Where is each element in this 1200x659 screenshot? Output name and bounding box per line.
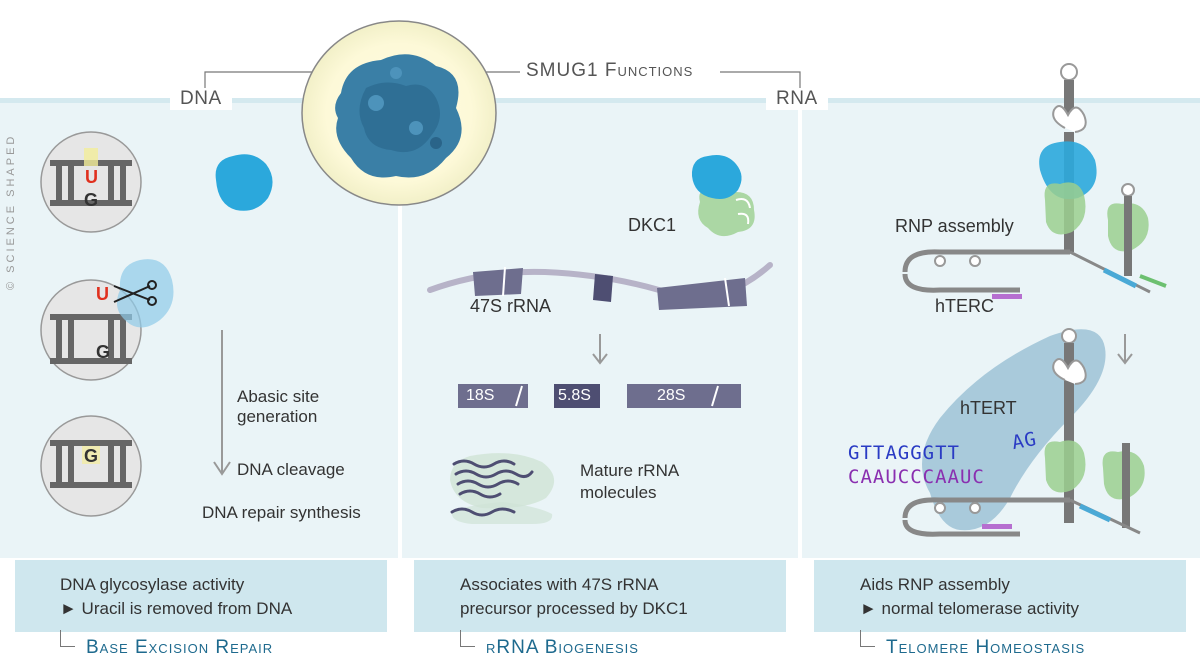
mature-label-1: Mature rRNA: [580, 461, 680, 480]
summary-rrna-line1: Associates with 47S rRNA: [460, 575, 659, 594]
dkc1-label: DKC1: [628, 215, 677, 235]
htert-label: hTERT: [960, 398, 1017, 418]
step-repair: DNA repair synthesis: [202, 503, 361, 522]
summary-box-dna: [15, 560, 387, 632]
base-uracil-1: U: [85, 167, 98, 187]
page-title: SMUG1 Functions: [520, 60, 700, 82]
hterc-label: hTERC: [935, 296, 995, 316]
dna-circle-2: [40, 279, 142, 381]
tag-5-8s-label: 5.8S: [558, 387, 591, 404]
base-guanine-2: G: [96, 342, 111, 362]
tag-28s: 28S: [627, 384, 741, 408]
smug1-enzyme-faded: [116, 259, 174, 328]
dkc1-complex: [691, 155, 755, 237]
section-title-dna: Base Excision Repair: [86, 637, 274, 658]
summary-box-rrna: [414, 560, 786, 632]
rnp-assembly-label: RNP assembly: [895, 216, 1014, 236]
step-abasic-1: Abasic site: [237, 387, 320, 406]
base-uracil-2: U: [96, 284, 109, 304]
summary-rna-line2: ► normal telomerase activity: [860, 599, 1080, 618]
tag-cut-marks: [515, 385, 719, 407]
smug1-enzyme: [215, 154, 273, 211]
top-bar-right: [802, 98, 1200, 105]
section-bracket-rrna: [460, 630, 475, 647]
telomere-dna-sequence: GTTAGGGTT: [848, 442, 960, 464]
header-rna: RNA: [766, 88, 828, 110]
base-guanine-1: G: [84, 190, 99, 210]
section-title-rrna: rRNA Biogenesis: [486, 637, 639, 658]
section-bracket-dna: [60, 630, 75, 647]
summary-rrna-line2: precursor processed by DKC1: [460, 599, 688, 618]
step-cleavage: DNA cleavage: [237, 460, 345, 479]
smug1-protein-structure: [301, 20, 497, 206]
telomere-dna-tail: AG: [1010, 428, 1039, 454]
header-dna: DNA: [170, 88, 232, 110]
scissors-icon: [113, 280, 157, 306]
top-bar-mid: [402, 98, 798, 105]
mature-label-2: molecules: [580, 483, 657, 502]
section-bracket-rna: [860, 630, 875, 647]
rrna-precursor-strand: [427, 262, 773, 310]
tag-28s-label: 28S: [657, 387, 686, 404]
base-guanine-3: G: [84, 446, 99, 466]
step-abasic-2: generation: [237, 407, 318, 426]
watermark: © SCIENCE SHAPED: [5, 133, 17, 290]
title-bracket: [204, 71, 801, 92]
process-arrow-rna: [1117, 334, 1133, 365]
summary-dna-line2: ► Uracil is removed from DNA: [60, 599, 293, 618]
dna-circle-1: [40, 131, 142, 233]
precursor-label: 47S rRNA: [470, 296, 552, 316]
tag-18s-label: 18S: [466, 387, 495, 404]
process-arrow-rrna: [592, 334, 608, 365]
telomerase-structure: [902, 328, 1145, 537]
hterc-template-sequence: CAAUCCCAAUC: [848, 466, 985, 488]
dna-circle-3: [40, 415, 142, 517]
section-title-rna: Telomere Homeostasis: [886, 637, 1086, 658]
summary-rna-line1: Aids RNP assembly: [860, 575, 1010, 594]
summary-dna-line1: DNA glycosylase activity: [60, 575, 245, 594]
mature-rrna-icon: [450, 453, 555, 524]
process-arrow-dna: [213, 330, 231, 476]
tag-18s: 18S: [458, 384, 528, 408]
rnp-assembly-structure: [902, 63, 1167, 299]
tag-5-8s: 5.8S: [554, 384, 600, 408]
summary-box-rna: [814, 560, 1186, 632]
